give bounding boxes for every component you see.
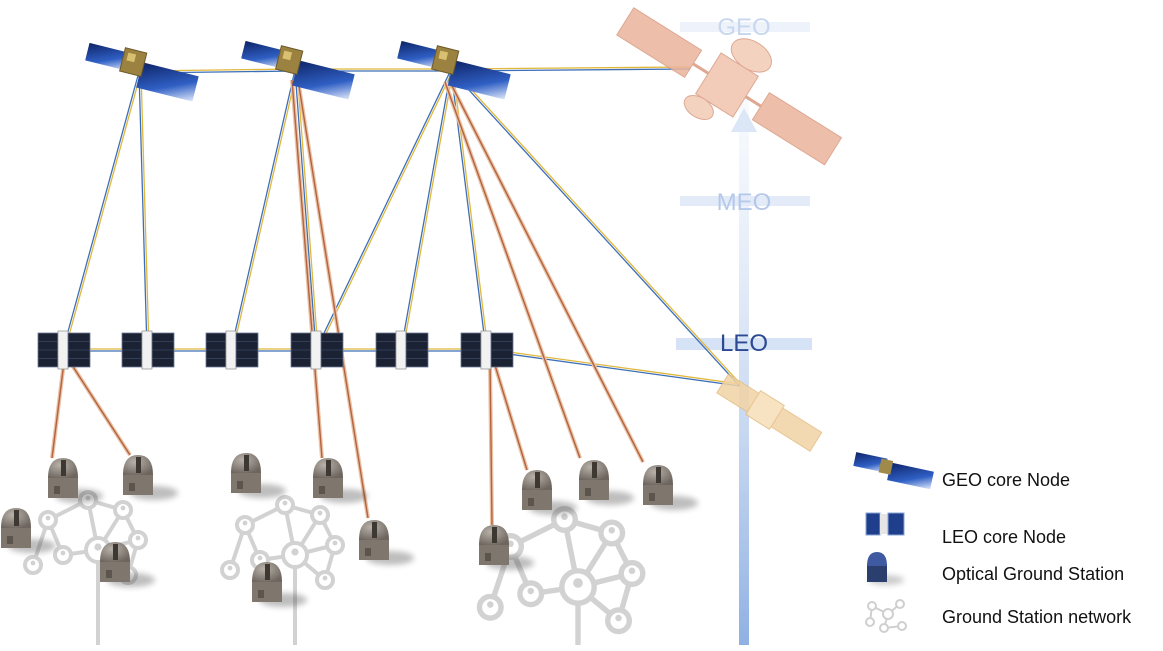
leo-relay-satellite bbox=[716, 373, 823, 452]
geo-orbit-label: GEO bbox=[717, 14, 770, 41]
legend-leo-core-node-label: LEO core Node bbox=[942, 527, 1066, 547]
legend-geo-core-node-label: GEO core Node bbox=[942, 470, 1070, 490]
optical-ground-station bbox=[643, 465, 698, 510]
leo-core-nodes bbox=[37, 330, 514, 370]
geo-leo-link bbox=[230, 69, 298, 351]
orbit-altitude-axis bbox=[676, 22, 812, 645]
leo-core-node bbox=[290, 330, 344, 370]
leo-orbit-label: LEO bbox=[720, 330, 768, 357]
geo-core-node bbox=[241, 40, 355, 100]
legend: GEO core Node LEO core Node Optical Grou… bbox=[853, 452, 1132, 633]
optical-downlink bbox=[296, 79, 370, 519]
geo-leo-link bbox=[315, 69, 454, 351]
geo-leo-link bbox=[400, 69, 454, 351]
geo-core-node bbox=[397, 40, 511, 100]
legend-optical-ground-station-icon bbox=[867, 552, 904, 585]
optical-downlink bbox=[448, 81, 645, 463]
optical-ground-station bbox=[479, 525, 534, 570]
geo-leo-link bbox=[62, 71, 142, 351]
legend-geo-core-node-icon bbox=[853, 452, 934, 490]
optical-ground-station bbox=[231, 453, 286, 498]
optical-downlinks bbox=[50, 79, 645, 526]
optical-downlink bbox=[68, 360, 132, 457]
legend-optical-ground-station-label: Optical Ground Station bbox=[942, 564, 1124, 584]
optical-downlink bbox=[290, 79, 324, 459]
optical-ground-station bbox=[252, 562, 307, 607]
legend-leo-core-node-icon bbox=[865, 512, 905, 536]
optical-ground-station bbox=[313, 458, 368, 503]
legend-ground-station-network-label: Ground Station network bbox=[942, 607, 1132, 627]
optical-ground-station bbox=[359, 520, 414, 565]
geo-relay-satellite bbox=[616, 7, 843, 166]
geo-leo-link bbox=[138, 71, 150, 351]
geo-leo-link bbox=[294, 69, 319, 351]
leo-relay-link bbox=[486, 348, 741, 387]
geo-core-node bbox=[85, 42, 199, 102]
leo-core-node bbox=[460, 330, 514, 370]
optical-ground-station bbox=[1, 508, 56, 553]
optical-ground-station bbox=[522, 470, 577, 515]
leo-core-node bbox=[205, 330, 259, 370]
geo-leo-relay-link bbox=[450, 68, 742, 387]
meo-orbit-label: MEO bbox=[717, 189, 772, 216]
leo-core-node bbox=[37, 330, 91, 370]
geo-core-nodes bbox=[85, 40, 511, 102]
leo-core-node bbox=[121, 330, 175, 370]
optical-ground-station bbox=[48, 458, 103, 503]
optical-ground-station bbox=[123, 455, 178, 500]
legend-ground-station-network-icon bbox=[865, 599, 907, 633]
leo-core-node bbox=[375, 330, 429, 370]
optical-downlink bbox=[488, 361, 494, 526]
optical-downlink bbox=[443, 81, 582, 459]
optical-ground-station bbox=[100, 542, 155, 587]
optical-downlink bbox=[50, 361, 66, 459]
optical-ground-station bbox=[579, 460, 634, 505]
optical-ground-stations bbox=[1, 453, 698, 607]
optical-downlink bbox=[492, 361, 529, 471]
ground-station-network bbox=[220, 495, 345, 645]
